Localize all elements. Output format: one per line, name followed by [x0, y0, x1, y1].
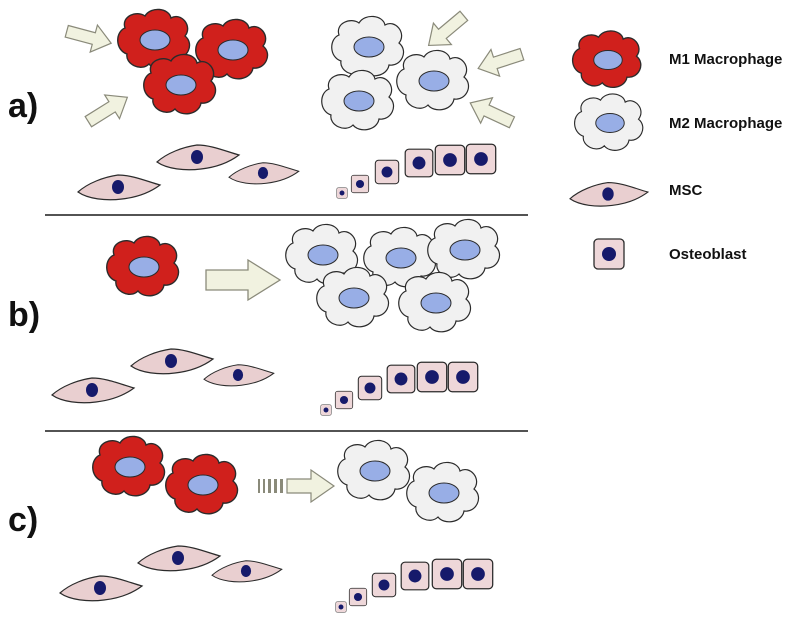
- msc-cell: [211, 560, 283, 583]
- legend-item-msc: MSC: [569, 182, 703, 207]
- osteoblast-cell: [447, 361, 479, 393]
- legend: M1 Macrophage M2 Macrophage MSC Osteobla…: [569, 30, 782, 270]
- msc-cell: [130, 348, 214, 375]
- osteoblast-cell: [320, 404, 332, 416]
- osteoblast-cell: [348, 587, 368, 607]
- panel-label-b: b): [8, 296, 40, 334]
- arrow-in: [473, 40, 527, 83]
- m2-macrophage: [427, 218, 501, 280]
- legend-label-osteoblast: Osteoblast: [669, 246, 747, 263]
- msc-cell: [51, 377, 135, 404]
- m1-macrophage: [92, 435, 166, 497]
- legend-label-m2: M2 Macrophage: [669, 115, 782, 132]
- msc-cell: [203, 364, 275, 387]
- m1-macrophage: [143, 53, 217, 115]
- osteoblast-row: [320, 361, 479, 416]
- arrow-in: [80, 84, 136, 135]
- osteoblast-row: [336, 143, 497, 199]
- osteoblast-cell: [334, 390, 354, 410]
- panel-b: b): [8, 218, 501, 416]
- transition-arrow-large: [205, 258, 282, 302]
- msc-cell: [137, 545, 221, 572]
- osteoblast-cell: [357, 375, 383, 401]
- m2-macrophage: [337, 439, 411, 501]
- osteoblast-cell: [431, 558, 463, 590]
- m2-macrophage: [331, 15, 405, 77]
- m1-macrophage-icon: [571, 30, 642, 89]
- msc-cell: [156, 144, 240, 171]
- panel-a: a): [8, 4, 527, 201]
- osteoblast-cell: [386, 364, 416, 394]
- m2-macrophage: [398, 271, 472, 333]
- msc-cell: [228, 162, 300, 185]
- osteoblast-icon: [593, 238, 625, 270]
- osteoblast-cell: [416, 361, 448, 393]
- legend-label-msc: MSC: [669, 182, 703, 199]
- osteoblast-cell: [462, 558, 494, 590]
- osteoblast-cell: [371, 572, 397, 598]
- msc-icon: [569, 182, 649, 207]
- m2-macrophage: [396, 49, 470, 111]
- m1-macrophage: [165, 453, 239, 515]
- legend-item-m2: M2 Macrophage: [574, 93, 782, 151]
- legend-item-osteoblast: Osteoblast: [593, 238, 747, 270]
- panel-label-a: a): [8, 87, 38, 125]
- osteoblast-cell: [336, 187, 348, 199]
- msc-cell: [59, 575, 143, 602]
- panel-label-c: c): [8, 501, 38, 539]
- arrow-in: [463, 89, 519, 136]
- arrow-in: [419, 4, 474, 57]
- arrow-in: [62, 17, 116, 58]
- osteoblast-cell: [350, 174, 370, 194]
- m2-macrophage: [316, 266, 390, 328]
- osteoblast-cell: [465, 143, 497, 175]
- panel-c: c): [8, 435, 494, 613]
- m2-macrophage-icon: [574, 93, 644, 151]
- osteoblast-cell: [335, 601, 347, 613]
- m2-macrophage: [406, 461, 480, 523]
- legend-item-m1: M1 Macrophage: [571, 30, 782, 89]
- legend-label-m1: M1 Macrophage: [669, 51, 782, 68]
- osteoblast-row: [335, 558, 494, 613]
- transition-arrow-dashed: [258, 468, 336, 504]
- osteoblast-cell: [404, 148, 434, 178]
- osteoblast-cell: [434, 144, 466, 176]
- msc-cell: [77, 174, 161, 201]
- m1-macrophage: [106, 235, 180, 297]
- osteoblast-cell: [400, 561, 430, 591]
- osteoblast-cell: [374, 159, 400, 185]
- m2-macrophage: [321, 69, 395, 131]
